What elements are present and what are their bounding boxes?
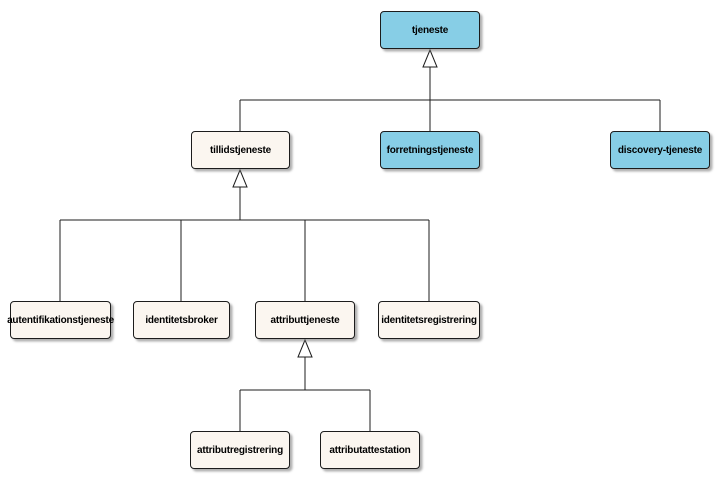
- node-tjeneste-label: tjeneste: [411, 24, 449, 36]
- node-identitetsbroker-label: identitetsbroker: [145, 314, 218, 326]
- generalization-arrowhead-attributtjeneste: [297, 338, 313, 358]
- node-tillidstjeneste[interactable]: tillidstjeneste: [191, 131, 290, 169]
- generalization-edges-to-tillidstjeneste: [59, 187, 430, 301]
- node-attributattestation[interactable]: attributattestation: [320, 431, 420, 469]
- node-attributregistrering-label: attributregistrering: [196, 444, 283, 456]
- node-tillidstjeneste-label: tillidstjeneste: [210, 144, 271, 156]
- node-identitetsbroker[interactable]: identitetsbroker: [133, 301, 230, 339]
- generalization-edges-to-attributtjeneste: [239, 357, 371, 431]
- generalization-arrowhead-tjeneste: [422, 48, 438, 68]
- generalization-edges-to-tjeneste: [239, 67, 661, 131]
- node-autentifikationstjeneste[interactable]: autentifikationstjeneste: [7, 301, 114, 339]
- node-discovery-tjeneste-label: discovery-tjeneste: [617, 144, 703, 156]
- node-tjeneste[interactable]: tjeneste: [380, 11, 480, 49]
- node-attributattestation-label: attributattestation: [329, 444, 411, 456]
- node-autentifikationstjeneste-label: autentifikationstjeneste: [7, 314, 114, 326]
- generalization-arrowhead-tillidstjeneste: [232, 168, 248, 188]
- node-discovery-tjeneste[interactable]: discovery-tjeneste: [610, 131, 710, 169]
- node-identitetsregistrering-label: identitetsregistrering: [381, 314, 477, 326]
- node-attributregistrering[interactable]: attributregistrering: [190, 431, 290, 469]
- node-attributtjeneste[interactable]: attributtjeneste: [255, 301, 355, 339]
- node-forretningstjeneste[interactable]: forretningstjeneste: [380, 131, 480, 169]
- node-forretningstjeneste-label: forretningstjeneste: [386, 144, 474, 156]
- node-attributtjeneste-label: attributtjeneste: [270, 314, 340, 326]
- node-identitetsregistrering[interactable]: identitetsregistrering: [378, 301, 480, 339]
